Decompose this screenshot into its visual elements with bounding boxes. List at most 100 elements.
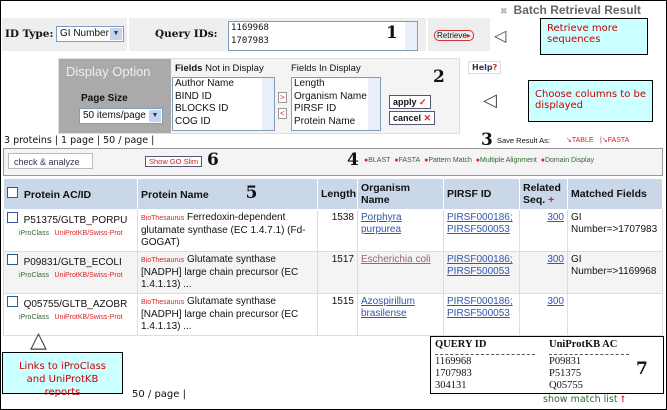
move-left-button[interactable]: < bbox=[278, 108, 287, 119]
callout-links: Links to iProClass and UniProtKB reports bbox=[2, 352, 123, 398]
uniprot-link[interactable]: UniProtKB/Swiss-Prot bbox=[54, 314, 123, 321]
multiple-alignment-link[interactable]: Multiple Alignment bbox=[480, 157, 537, 164]
related-seq-link[interactable]: 300 bbox=[547, 254, 564, 265]
list-item[interactable]: PIRSF ID bbox=[294, 103, 337, 114]
help-button[interactable]: Help? bbox=[468, 61, 502, 74]
retrieve-button[interactable]: Retrieve▸ bbox=[434, 30, 474, 41]
header-protein-ac[interactable]: Protein AC/ID bbox=[3, 178, 138, 210]
close-icon[interactable]: ✖ bbox=[500, 6, 508, 16]
check-analyze-button[interactable]: check & analyze bbox=[8, 153, 93, 169]
matched-fields: GI Number=>1707983 bbox=[567, 209, 663, 252]
scrollbar[interactable] bbox=[405, 22, 417, 50]
callout-retrieve: Retrieve more sequences bbox=[540, 18, 648, 55]
query-id-header: QUERY ID bbox=[435, 339, 487, 350]
result-summary: 3 proteins | 1 page | 50 / page | bbox=[4, 135, 155, 146]
pirsf-link[interactable]: PIRSF500053 bbox=[447, 308, 510, 319]
cancel-button[interactable]: cancel ✕ bbox=[389, 111, 436, 125]
show-go-slim-button[interactable]: Show GO Slim bbox=[145, 156, 203, 167]
marker-6: 6 bbox=[207, 150, 219, 170]
iproclass-link[interactable]: iProClass bbox=[19, 272, 49, 279]
marker-2: 2 bbox=[433, 67, 445, 87]
protein-name: Glutamate synthase [NADPH] large chain p… bbox=[141, 296, 299, 332]
list-item[interactable]: Organism Name bbox=[294, 90, 367, 102]
biothesaurus-link[interactable]: BioThesaurus bbox=[141, 215, 185, 222]
arrow-left-icon: ◁ bbox=[494, 26, 507, 45]
header-organism[interactable]: Organism Name bbox=[357, 178, 444, 210]
marker-3: 3 bbox=[481, 130, 493, 150]
fasta-link[interactable]: FASTA bbox=[398, 157, 421, 164]
chevron-down-icon: ▼ bbox=[149, 110, 161, 122]
uniprot-link[interactable]: UniProtKB/Swiss-Prot bbox=[54, 272, 123, 279]
table-row: Q05755/GLTB_AZOBR iProClass UniProtKB/Swi… bbox=[3, 293, 663, 336]
header-related-seq[interactable]: Related Seq. + bbox=[519, 178, 568, 210]
protein-id: Q05755/GLTB_AZOBR bbox=[23, 299, 128, 310]
table-header: Protein AC/ID Protein Name 5 Length Orga… bbox=[3, 178, 663, 210]
pirsf-link[interactable]: PIRSF000186; bbox=[447, 296, 513, 307]
row-checkbox[interactable] bbox=[7, 212, 18, 223]
fields-label: Fields bbox=[175, 63, 203, 74]
blast-link[interactable]: BLAST bbox=[368, 157, 391, 164]
id-type-select[interactable]: GI Number▼ bbox=[56, 26, 124, 42]
save-table-link[interactable]: ↘TABLE bbox=[566, 137, 594, 144]
pirsf-link[interactable]: PIRSF500053 bbox=[447, 224, 510, 235]
organism-link[interactable]: Azospirillum brasilense bbox=[361, 296, 415, 319]
footer-summary: 50 / page | bbox=[132, 389, 186, 400]
organism-link[interactable]: Escherichia coli bbox=[361, 254, 431, 265]
retrieve-panel: Retrieve▸ bbox=[428, 18, 490, 51]
iproclass-link[interactable]: iProClass bbox=[19, 314, 49, 321]
scrollbar[interactable] bbox=[262, 78, 274, 130]
id-type-label: ID Type: bbox=[5, 28, 54, 40]
list-item[interactable]: BIND ID bbox=[175, 90, 212, 102]
iproclass-link[interactable]: iProClass bbox=[19, 230, 49, 237]
header-length[interactable]: Length bbox=[317, 178, 358, 210]
matched-fields bbox=[567, 293, 663, 336]
save-fasta-link[interactable]: |↘FASTA bbox=[600, 137, 630, 144]
page-title: ✖Batch Retrieval Result bbox=[500, 3, 641, 17]
list-item[interactable]: Length bbox=[294, 78, 325, 89]
header-matched-fields[interactable]: Matched Fields bbox=[567, 178, 663, 210]
table-row: P09831/GLTB_ECOLI iProClass UniProtKB/Swi… bbox=[3, 251, 663, 294]
list-item[interactable]: Protein Name bbox=[294, 115, 356, 127]
pirsf-link[interactable]: PIRSF000186; bbox=[447, 212, 513, 223]
not-in-display-label: Not in Display bbox=[205, 63, 264, 74]
protein-id: P09831/GLTB_ECOLI bbox=[23, 257, 122, 268]
marker-5: 5 bbox=[245, 183, 258, 203]
query-ids-label: Query IDs: bbox=[155, 28, 218, 40]
list-item[interactable]: Author Name bbox=[175, 78, 234, 89]
apply-button[interactable]: apply ✓ bbox=[389, 95, 431, 109]
select-all-checkbox[interactable] bbox=[7, 187, 18, 198]
pirsf-link[interactable]: PIRSF500053 bbox=[447, 266, 510, 277]
arrow-up-icon: △ bbox=[30, 328, 47, 353]
pattern-match-link[interactable]: Pattern Match bbox=[428, 157, 472, 164]
header-pirsf[interactable]: PIRSF ID bbox=[443, 178, 520, 210]
biothesaurus-link[interactable]: BioThesaurus bbox=[141, 257, 185, 264]
row-checkbox[interactable] bbox=[7, 296, 18, 307]
in-display-label: Fields In Display bbox=[291, 63, 361, 74]
move-right-button[interactable]: > bbox=[278, 92, 287, 103]
related-seq-link[interactable]: 300 bbox=[547, 296, 564, 307]
pirsf-link[interactable]: PIRSF000186; bbox=[447, 254, 513, 265]
row-checkbox[interactable] bbox=[7, 254, 18, 265]
organism-link[interactable]: Porphyra purpurea bbox=[361, 212, 402, 235]
callout-columns: Choose columns to be displayed bbox=[528, 80, 653, 122]
domain-display-link[interactable]: Domain Display bbox=[544, 157, 594, 164]
display-option-panel: Display Option Page Size 50 items/page▼ … bbox=[58, 58, 460, 134]
list-item[interactable]: COG ID bbox=[175, 115, 211, 127]
biothesaurus-link[interactable]: BioThesaurus bbox=[141, 299, 185, 306]
save-result-label: Save Result As: bbox=[497, 136, 550, 145]
header-protein-name[interactable]: Protein Name 5 bbox=[137, 178, 318, 210]
scrollbar[interactable] bbox=[368, 78, 380, 130]
page-size-select[interactable]: 50 items/page▼ bbox=[79, 108, 163, 124]
protein-name: Ferredoxin-dependent glutamate synthase … bbox=[141, 212, 306, 248]
protein-name: Glutamate synthase [NADPH] large chain p… bbox=[141, 254, 299, 290]
related-seq-link[interactable]: 300 bbox=[547, 212, 564, 223]
show-match-list-link[interactable]: show match list ⭡ bbox=[543, 394, 626, 405]
list-item[interactable]: BLOCKS ID bbox=[175, 103, 229, 114]
matched-fields: GI Number=>1169968 bbox=[567, 251, 663, 294]
uniprot-link[interactable]: UniProtKB/Swiss-Prot bbox=[54, 230, 123, 237]
page-size-label: Page Size bbox=[81, 93, 128, 104]
